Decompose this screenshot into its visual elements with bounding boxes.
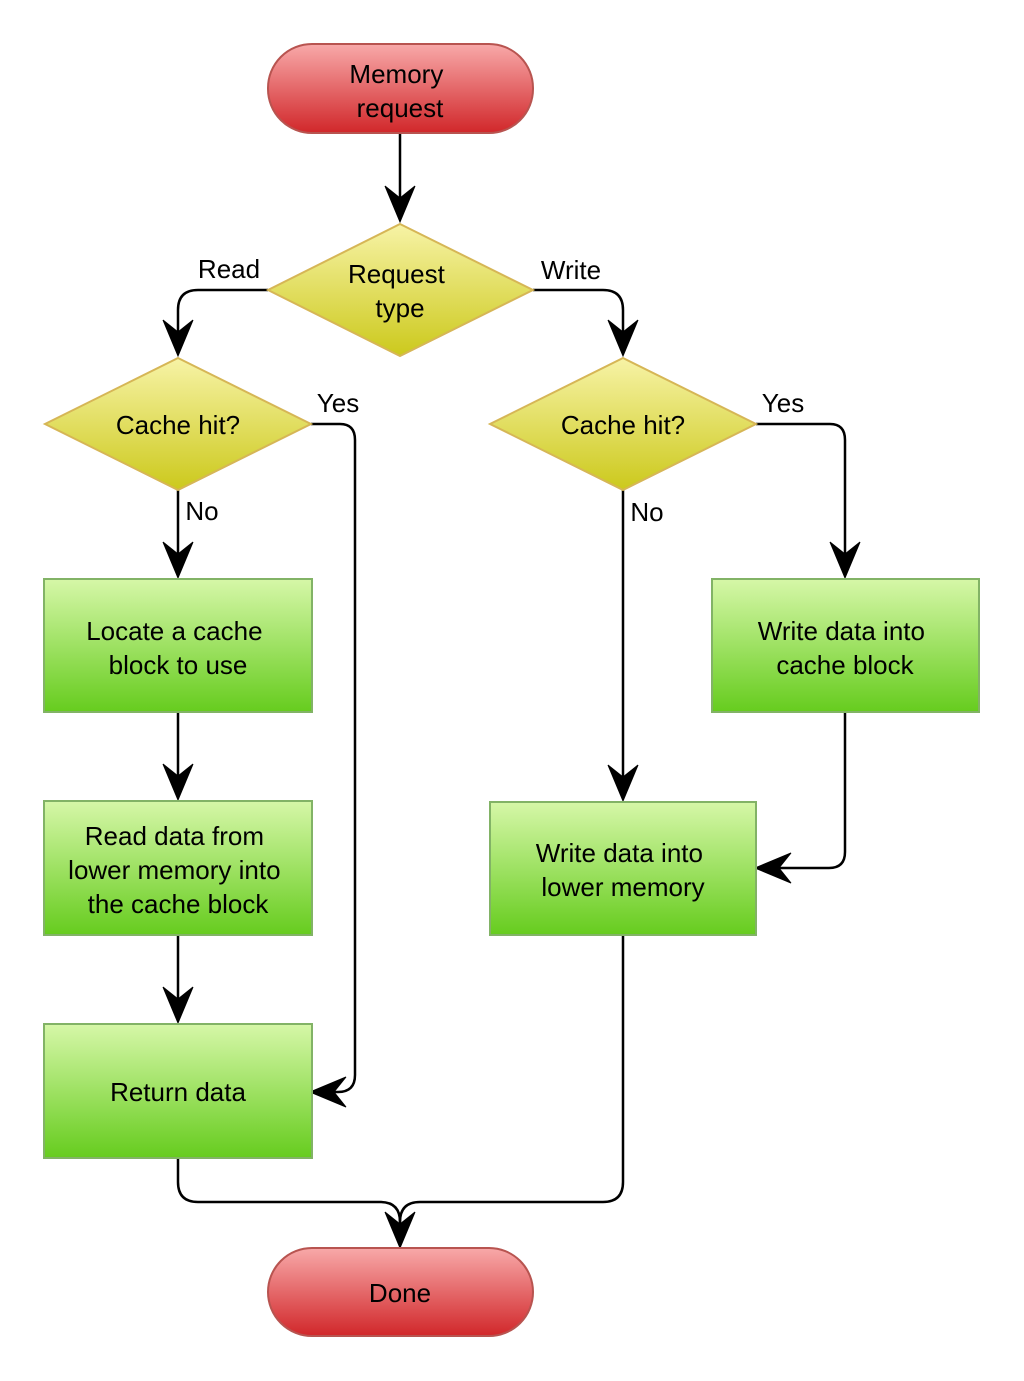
node-write-cache-block-line-1: Write data into — [758, 616, 925, 646]
edge-read-yes — [311, 422, 357, 1094]
edge-label-read-no: No — [185, 496, 218, 526]
arrowhead-read-cache-hit — [162, 319, 194, 358]
node-request-type-line-1: Request — [348, 259, 446, 289]
svg-text:Write data into cache: Write data into cache block — [758, 616, 932, 680]
node-write-lower-memory: Write data into lower memory — [489, 801, 757, 936]
svg-text:Request type: Request type — [348, 259, 452, 323]
arrowhead-write-lower-from-cache — [753, 852, 792, 884]
node-locate-cache-block: Locate a cache block to use — [43, 578, 313, 713]
arrowhead-done — [384, 1211, 416, 1250]
node-memory-request-line-1: Memory — [349, 59, 443, 89]
edges — [162, 134, 861, 1250]
edge-write-yes — [756, 422, 847, 574]
edge-label-write: Write — [541, 255, 601, 285]
node-read-cache-hit: Cache hit? — [42, 356, 314, 492]
svg-text:Locate a cache block t: Locate a cache block to use — [86, 616, 270, 680]
svg-text:Write data into lower: Write data into lower memory — [536, 838, 710, 902]
arrowhead-return-data-from-yes — [308, 1076, 347, 1108]
edge-label-read: Read — [198, 254, 260, 284]
node-write-cache-block-line-2: cache block — [776, 650, 914, 680]
arrowhead-write-cache-block — [829, 541, 861, 580]
node-request-type: Request type — [265, 222, 536, 358]
edge-label-read-yes: Yes — [317, 388, 359, 418]
node-read-lower-memory-line-2: lower memory into — [68, 855, 280, 885]
node-locate-cache-block-line-2: block to use — [109, 650, 248, 680]
node-write-cache-hit-label: Cache hit? — [561, 410, 685, 440]
svg-text:Memory request: Memory request — [349, 59, 450, 123]
node-return-data: Return data — [43, 1023, 313, 1159]
node-write-lower-memory-line-1: Write data into — [536, 838, 703, 868]
node-write-lower-memory-line-2: lower memory — [541, 872, 704, 902]
node-request-type-line-2: type — [375, 293, 424, 323]
node-write-cache-hit: Cache hit? — [487, 356, 759, 492]
node-read-lower-memory-line-3: the cache block — [88, 889, 270, 919]
node-read-lower-memory: Read data from lower memory into the cac… — [43, 800, 313, 936]
nodes: Memory request Request type Cache hit? C… — [42, 43, 980, 1337]
node-read-lower-memory-line-1: Read data from — [85, 821, 264, 851]
node-memory-request-line-2: request — [357, 93, 444, 123]
arrowhead-return-data-from-above — [162, 986, 194, 1025]
edge-write-cache-to-write-lower — [757, 712, 847, 870]
arrowhead-read-lower — [162, 763, 194, 802]
arrowhead-request-type — [384, 185, 416, 224]
edge-label-write-yes: Yes — [762, 388, 804, 418]
node-write-cache-block: Write data into cache block — [711, 578, 980, 713]
arrowhead-write-cache-hit — [607, 319, 639, 358]
edge-label-write-no: No — [630, 497, 663, 527]
edge-labels: Read Write Yes No Yes No — [185, 254, 804, 527]
node-memory-request: Memory request — [267, 43, 534, 134]
svg-text:Read data from lower m: Read data from lower memory into the cac… — [68, 821, 288, 919]
edge-write-branch — [533, 288, 625, 352]
edge-read-branch — [176, 288, 268, 352]
arrowhead-locate-block — [162, 541, 194, 580]
node-return-data-label: Return data — [110, 1077, 246, 1107]
arrowhead-write-lower-from-no — [607, 764, 639, 803]
node-done: Done — [267, 1247, 534, 1337]
node-read-cache-hit-label: Cache hit? — [116, 410, 240, 440]
node-locate-cache-block-line-1: Locate a cache — [86, 616, 262, 646]
edge-return-to-done — [176, 1158, 402, 1242]
node-done-label: Done — [369, 1278, 431, 1308]
edge-write-lower-to-done — [398, 935, 625, 1223]
